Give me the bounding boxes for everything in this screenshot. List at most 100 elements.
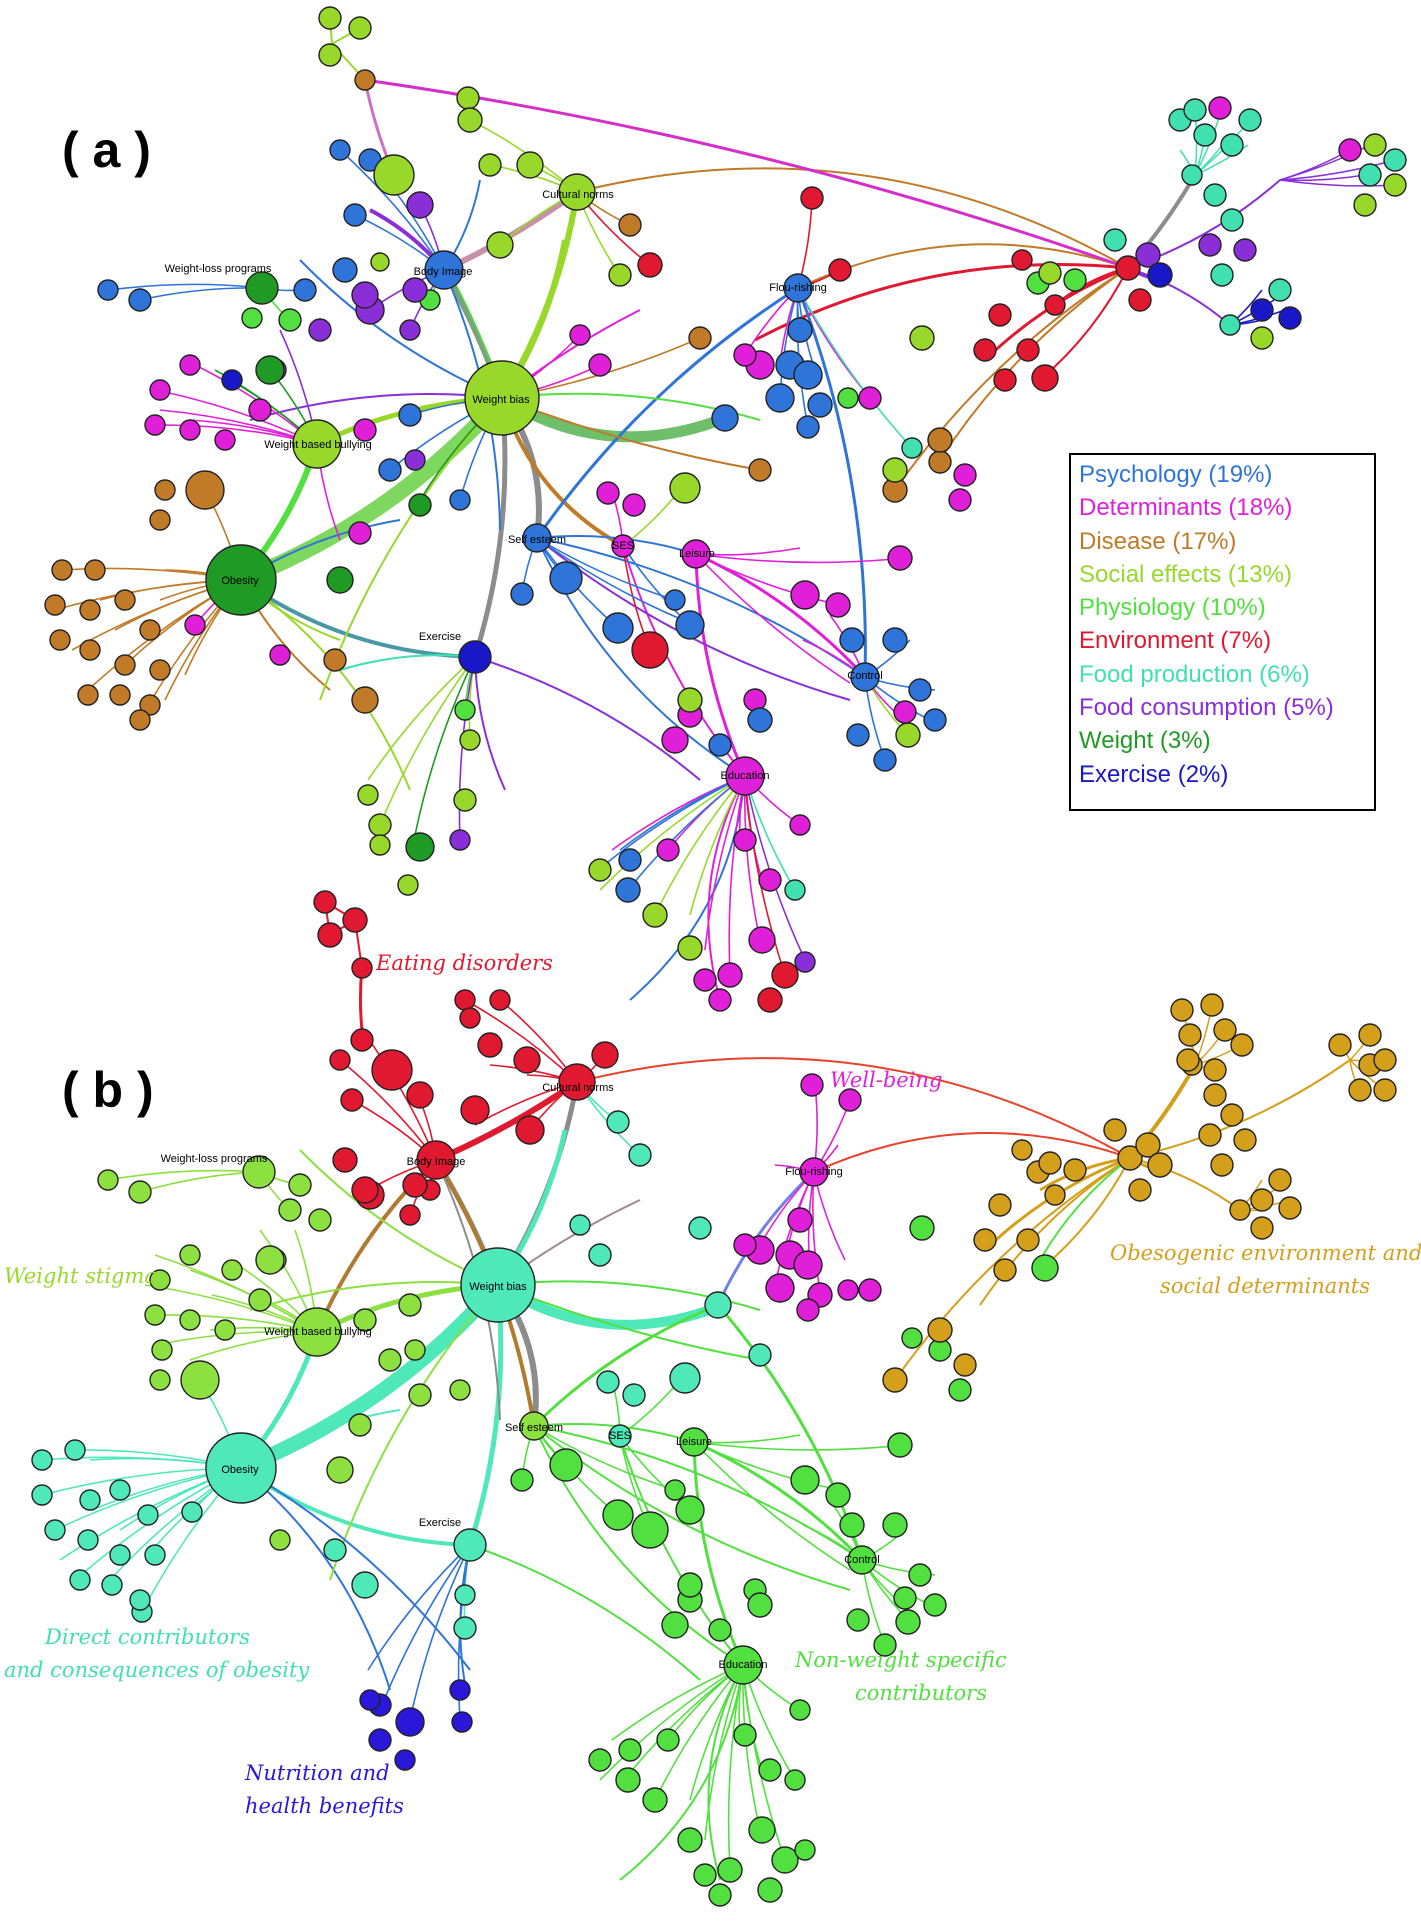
network-node	[351, 1176, 379, 1204]
community-label-eating-disorders: Eating disorders	[375, 951, 553, 975]
network-node	[353, 418, 377, 442]
network-node	[953, 1353, 977, 1377]
network-node	[293, 278, 317, 302]
node-label-exercise: Exercise	[419, 631, 461, 643]
network-node	[622, 493, 646, 517]
network-node	[873, 748, 897, 772]
node-b-exercise	[453, 1528, 487, 1562]
network-node	[675, 1495, 705, 1525]
network-node	[733, 828, 757, 852]
node-weight-bias	[464, 360, 540, 436]
network-edge	[695, 553, 851, 684]
network-node	[677, 687, 703, 713]
network-node	[313, 890, 337, 914]
network-node	[1373, 1078, 1397, 1102]
node-label-education: Education	[721, 770, 770, 782]
node-label-b-weight-bias: Weight bias	[469, 1281, 527, 1293]
network-node	[825, 1482, 851, 1508]
network-node	[765, 383, 795, 413]
community-label-well-being: Well-being	[830, 1068, 942, 1092]
network-node	[359, 1689, 381, 1711]
network-node	[661, 1611, 689, 1639]
community-label-non-weight-1: Non-weight specific	[794, 1648, 1007, 1672]
network-node	[397, 874, 419, 896]
legend-item-food-consumption: Food consumption (5%)	[1079, 694, 1334, 721]
network-node	[688, 326, 712, 350]
network-node	[948, 1378, 972, 1402]
network-node	[79, 1489, 101, 1511]
network-node	[588, 1748, 612, 1772]
network-node	[404, 449, 426, 471]
network-node	[510, 582, 534, 606]
network-node	[796, 1298, 820, 1322]
network-node	[757, 987, 783, 1013]
network-edge	[693, 1441, 841, 1491]
network-node	[771, 961, 799, 989]
network-node	[318, 6, 342, 30]
network-node	[893, 700, 917, 724]
network-node	[908, 678, 932, 702]
network-node	[1183, 98, 1207, 122]
network-node	[1278, 1196, 1302, 1220]
community-label-nutrition-1: Nutrition and	[244, 1761, 390, 1785]
network-node	[459, 729, 481, 751]
legend-item-disease: Disease (17%)	[1079, 528, 1236, 555]
network-edge	[379, 1544, 471, 1711]
network-node	[77, 1529, 99, 1551]
network-node	[622, 1383, 646, 1407]
network-node	[748, 1343, 772, 1367]
network-node	[733, 1723, 757, 1747]
network-node	[340, 1088, 364, 1112]
network-node	[221, 1259, 243, 1281]
node-b-obesity	[205, 1432, 277, 1504]
network-node	[973, 1228, 997, 1252]
network-node	[1213, 1018, 1237, 1042]
network-node	[1219, 314, 1241, 336]
network-node	[79, 599, 101, 621]
network-node	[318, 43, 342, 67]
network-node	[149, 1369, 171, 1391]
network-node	[790, 580, 820, 610]
network-edge	[107, 1169, 260, 1181]
network-node	[398, 403, 422, 427]
network-node	[790, 1465, 820, 1495]
network-node	[887, 545, 913, 571]
network-node	[1230, 1033, 1254, 1057]
legend-item-food-production: Food production (6%)	[1079, 661, 1310, 688]
node-label-b-leisure: Leisure	[676, 1436, 712, 1448]
legend-item-social-effects: Social effects (13%)	[1079, 561, 1292, 588]
network-edge	[536, 537, 696, 626]
community-label-direct-contributors-1: Direct contributors	[44, 1625, 250, 1649]
network-node	[1038, 261, 1062, 285]
network-node	[1250, 1216, 1274, 1240]
network-node	[332, 1147, 358, 1173]
network-node	[1383, 148, 1407, 172]
network-node	[1363, 133, 1387, 157]
network-node	[909, 325, 935, 351]
network-edge	[414, 656, 476, 836]
network-node	[477, 1032, 503, 1058]
network-node	[656, 1728, 680, 1752]
node-leisure	[681, 539, 711, 569]
network-node	[449, 1379, 471, 1401]
node-label-control: Control	[847, 670, 882, 682]
network-node	[69, 1569, 91, 1591]
network-node	[139, 619, 161, 641]
network-node	[615, 877, 641, 903]
network-node	[887, 1432, 913, 1458]
network-node	[1220, 133, 1244, 157]
network-node	[708, 1883, 732, 1907]
network-node	[642, 902, 668, 928]
network-node	[733, 1233, 757, 1257]
network-node	[993, 1258, 1017, 1282]
community-label-nutrition-2: health benefits	[245, 1794, 404, 1818]
node-label-self-esteem: Self esteem	[508, 534, 566, 546]
node-label-b-weight-loss-programs: Weight-loss programs	[161, 1153, 268, 1165]
network-node	[708, 1618, 732, 1642]
network-node	[31, 1484, 53, 1506]
network-node	[733, 343, 757, 367]
network-node	[677, 1827, 703, 1853]
network-edge	[467, 1284, 504, 1546]
network-node	[882, 627, 908, 653]
